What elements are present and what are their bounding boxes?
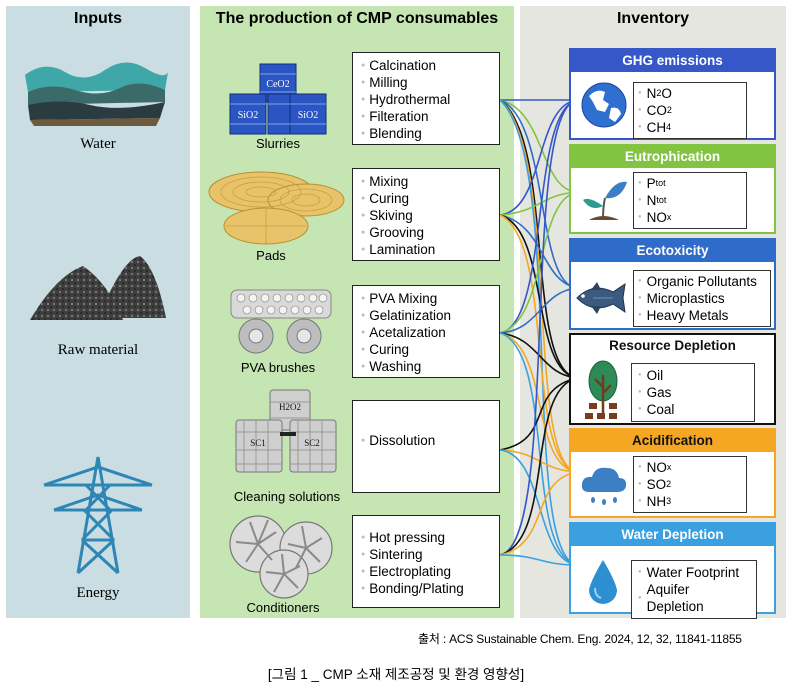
- step-item: ●Grooving: [361, 225, 425, 240]
- step-item: ●Hydrothermal: [361, 92, 451, 107]
- inventory-title: Inventory: [616, 10, 689, 27]
- polishing-pads-icon: [206, 170, 346, 248]
- category-title: Resource Depletion: [571, 335, 774, 357]
- product-label-conditioners: Conditioners: [246, 600, 320, 615]
- step-item: ●Washing: [361, 359, 422, 374]
- step-item: ●Bonding/Plating: [361, 581, 464, 596]
- inventory-item: ●Gas: [638, 385, 672, 400]
- category-title: Acidification: [571, 430, 774, 452]
- inventory-item: ●Water Footprint: [638, 565, 740, 580]
- step-item: ●Milling: [361, 75, 408, 90]
- barrel-label-ceo2: CeO2: [266, 79, 289, 90]
- category-ecotoxicity: Ecotoxicity ●Organic Pollutants ●Micropl…: [569, 238, 776, 330]
- inventory-item: ●Oil: [638, 368, 664, 383]
- step-item: ●Blending: [361, 126, 422, 141]
- inventory-list: ●Water Footprint ●Aquifer Depletion: [631, 560, 757, 619]
- water-waves-icon: [20, 60, 170, 130]
- step-item: ●Acetalization: [361, 325, 446, 340]
- step-item: ●Skiving: [361, 208, 413, 223]
- fish-icon: [573, 278, 631, 318]
- slurry-barrels-icon: CeO2 SiO2 SiO2: [228, 62, 328, 138]
- source-citation: 출처 : ACS Sustainable Chem. Eng. 2024, 12…: [418, 632, 742, 646]
- input-label-energy: Energy: [76, 585, 120, 601]
- inventory-item: ●Coal: [638, 402, 675, 417]
- rain-cloud-icon: [579, 462, 629, 508]
- globe-icon: [579, 78, 629, 132]
- category-title: GHG emissions: [571, 50, 774, 72]
- inventory-item: ●Aquifer Depletion: [638, 582, 704, 614]
- step-item: ●Mixing: [361, 174, 409, 189]
- product-label-pva-brushes: PVA brushes: [240, 360, 316, 375]
- category-water-depletion: Water Depletion ●Water Footprint ●Aquife…: [569, 522, 776, 619]
- step-item: ●Gelatinization: [361, 308, 452, 323]
- inventory-list: ●Organic Pollutants ●Microplastics ●Heav…: [633, 270, 771, 327]
- steps-box-slurries: ●Calcination ●Milling ●Hydrothermal ●Fil…: [352, 52, 500, 145]
- inputs-title: Inputs: [74, 10, 122, 27]
- production-title: The production of CMP consumables: [215, 10, 499, 27]
- step-item: ●Hot pressing: [361, 530, 446, 545]
- step-item: ●Dissolution: [361, 433, 436, 448]
- drum-label-h2o2: H2O2: [279, 402, 301, 412]
- product-label-slurries: Slurries: [255, 136, 301, 151]
- category-title: Eutrophication: [571, 146, 774, 168]
- steps-box-cleaning-solutions: ●Dissolution: [352, 400, 500, 493]
- step-item: ●Lamination: [361, 242, 436, 257]
- product-label-pads: Pads: [256, 248, 286, 263]
- category-title: Ecotoxicity: [571, 240, 774, 262]
- raw-material-pile-icon: [28, 248, 168, 323]
- steps-box-pva-brushes: ●PVA Mixing ●Gelatinization ●Acetalizati…: [352, 285, 500, 378]
- step-item: ●Curing: [361, 191, 410, 206]
- step-item: ●Curing: [361, 342, 410, 357]
- step-item: ●Sintering: [361, 547, 423, 562]
- step-item: ●Filteration: [361, 109, 429, 124]
- step-item: ●Calcination: [361, 58, 437, 73]
- input-label-raw-material: Raw material: [57, 342, 139, 358]
- conditioner-discs-icon: [226, 512, 338, 600]
- drum-label-sc2: SC2: [304, 438, 320, 448]
- tree-resource-icon: [581, 359, 625, 423]
- step-item: ●PVA Mixing: [361, 291, 438, 306]
- inventory-item: ●Organic Pollutants: [638, 274, 757, 289]
- plant-sprout-icon: [579, 176, 629, 226]
- inventory-list: ●Oil ●Gas ●Coal: [631, 363, 755, 422]
- figure-caption: [그림 1 _ CMP 소재 제조공정 및 환경 영향성]: [267, 667, 525, 682]
- chemical-drums-icon: H2O2 SC1 SC2: [232, 388, 348, 484]
- pva-brush-icon: [226, 286, 336, 356]
- inventory-item: ●Heavy Metals: [638, 308, 729, 323]
- step-item: ●Electroplating: [361, 564, 452, 579]
- barrel-label-sio2-right: SiO2: [298, 110, 319, 121]
- steps-box-pads: ●Mixing ●Curing ●Skiving ●Grooving ●Lami…: [352, 168, 500, 261]
- steps-box-conditioners: ●Hot pressing ●Sintering ●Electroplating…: [352, 515, 500, 608]
- drum-label-sc1: SC1: [250, 438, 266, 448]
- inventory-item: ●Microplastics: [638, 291, 725, 306]
- power-tower-icon: [34, 455, 162, 575]
- category-title: Water Depletion: [571, 524, 774, 546]
- input-label-water: Water: [80, 136, 116, 152]
- barrel-label-sio2-left: SiO2: [238, 110, 259, 121]
- product-label-cleaning-solutions: Cleaning solutions: [233, 489, 341, 504]
- category-resource-depletion: Resource Depletion ●Oil ●Gas ●Coal: [569, 333, 776, 425]
- water-drop-icon: [585, 558, 621, 608]
